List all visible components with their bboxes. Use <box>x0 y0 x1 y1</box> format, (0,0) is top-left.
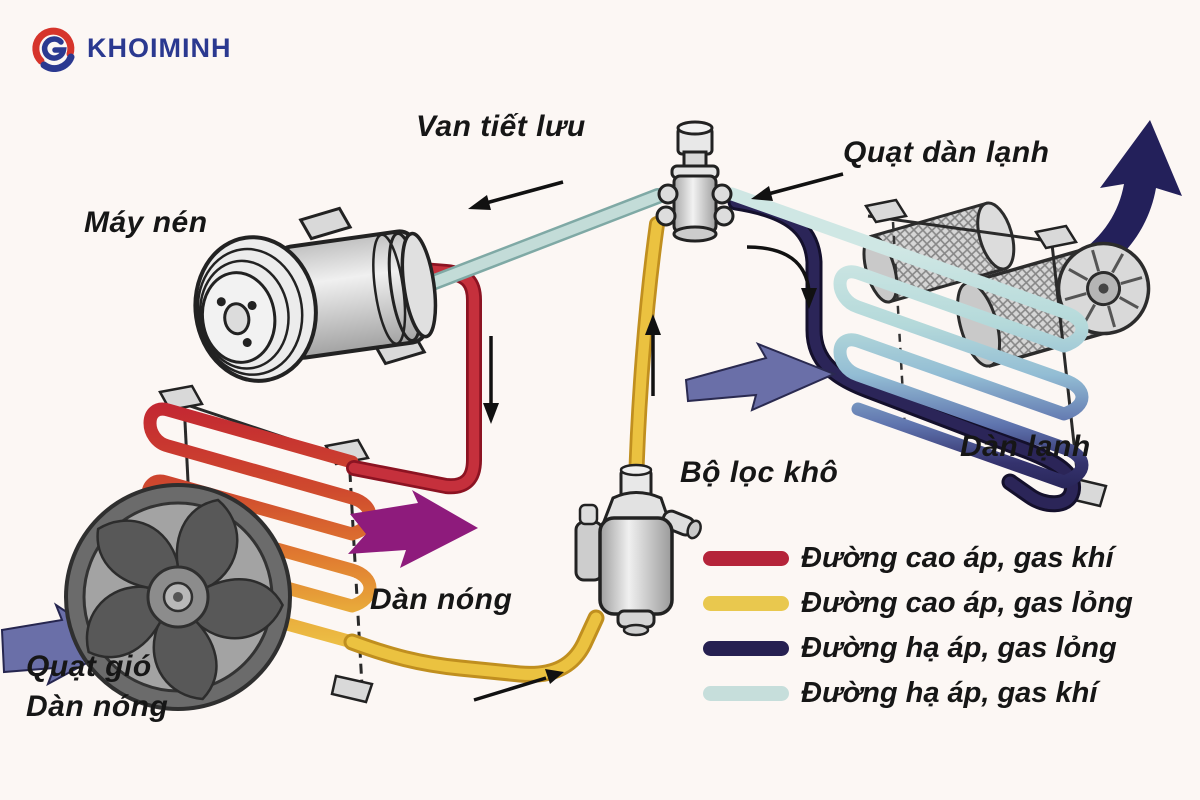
label-compressor: Máy nén <box>84 206 208 239</box>
brand-logo: KHOIMINH <box>30 24 232 72</box>
brand-name: KHOIMINH <box>87 32 232 63</box>
label-evaporator-fan: Quạt dàn lạnh <box>843 136 1050 169</box>
khoiminh-logo-icon <box>32 27 75 72</box>
legend-swatch-teal <box>703 686 789 701</box>
hot-air-arrow <box>348 490 478 568</box>
cold-air-arrow <box>1056 120 1182 286</box>
pipe-low-pressure-liquid <box>727 193 1081 513</box>
legend-row-low-pressure-liquid: Đường hạ áp, gas lỏng <box>703 626 1133 671</box>
pipe-liquid-to-valve <box>628 216 665 494</box>
flow-arrows <box>468 172 844 702</box>
pipe-liquid-to-drier <box>343 609 605 683</box>
legend-label: Đường cao áp, gas lỏng <box>801 587 1133 619</box>
legend-row-high-pressure-liquid: Đường cao áp, gas lỏng <box>703 581 1133 626</box>
label-receiver-drier: Bộ lọc khô <box>680 456 839 489</box>
evaporator-coil <box>725 187 1089 489</box>
legend-swatch-red <box>703 551 789 566</box>
legend-swatch-navy <box>703 641 789 656</box>
condenser-fan-airflow-arrow <box>0 602 120 687</box>
label-evaporator: Dàn lạnh <box>960 430 1091 463</box>
receiver-drier <box>574 463 702 637</box>
evaporator-airflow-arrow <box>684 342 837 412</box>
legend-swatch-yellow <box>703 596 789 611</box>
label-condenser-fan-line1: Quạt gió <box>26 650 152 683</box>
condenser-fan <box>64 483 292 711</box>
legend-label: Đường hạ áp, gas khí <box>801 677 1098 709</box>
pipe-legend: Đường cao áp, gas khí Đường cao áp, gas … <box>703 536 1133 716</box>
compressor <box>193 206 438 383</box>
label-condenser: Dàn nóng <box>370 583 513 616</box>
label-expansion-valve: Van tiết lưu <box>416 110 586 143</box>
legend-label: Đường hạ áp, gas lỏng <box>801 632 1117 664</box>
legend-row-high-pressure-gas: Đường cao áp, gas khí <box>703 536 1133 581</box>
legend-label: Đường cao áp, gas khí <box>801 542 1114 574</box>
label-condenser-fan-line2: Dàn nóng <box>26 690 169 723</box>
expansion-valve <box>655 120 735 243</box>
legend-row-low-pressure-gas: Đường hạ áp, gas khí <box>703 671 1133 716</box>
